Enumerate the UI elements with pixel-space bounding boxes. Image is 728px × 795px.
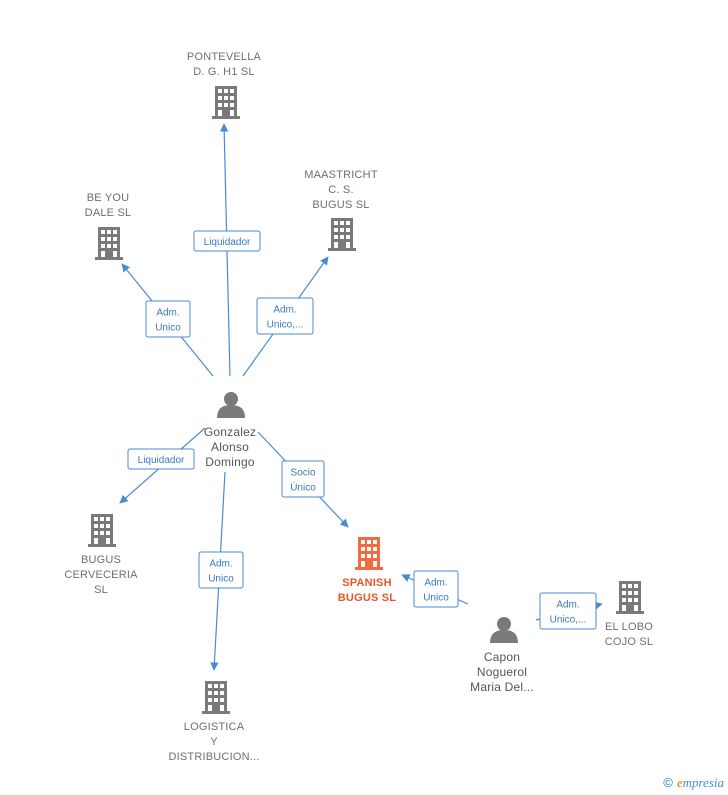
edge-capon-ellobo: Adm. Unico,... (535, 592, 603, 630)
edge-label: Adm. (156, 308, 179, 319)
brand-initial: e (676, 775, 683, 790)
node-label[interactable]: Gonzalez (204, 425, 256, 439)
edges-layer: LiquidadorAdm.UnicoAdm.Unico,...Liquidad… (119, 123, 603, 671)
building-icon[interactable] (95, 227, 123, 260)
node-spanish_bugus[interactable]: SPANISH BUGUS SL (338, 537, 397, 604)
node-label[interactable]: COJO SL (605, 636, 653, 648)
edge-label: Unico (423, 593, 449, 604)
edge-label: Adm. (556, 600, 579, 611)
node-label[interactable]: Alonso (211, 440, 249, 454)
node-logistica[interactable]: LOGISTICA Y DISTRIBUCION... (168, 681, 259, 763)
building-icon[interactable] (616, 581, 644, 614)
edge-label: Unico (208, 574, 234, 585)
node-beyou[interactable]: BE YOU DALE SL (85, 192, 132, 260)
node-label[interactable]: D. G. H1 SL (193, 66, 255, 78)
node-label[interactable]: Noguerol (477, 665, 527, 679)
node-label[interactable]: SPANISH (342, 577, 391, 589)
edge-gonzalez-bugus_cerveceria: Liquidador (119, 427, 206, 504)
edge-label-box[interactable] (256, 297, 314, 335)
node-label[interactable]: EL LOBO (605, 621, 653, 633)
node-label[interactable]: BUGUS SL (312, 199, 369, 211)
edge-capon-spanish_bugus: Adm. Unico (401, 570, 469, 608)
copyright-icon: © (663, 775, 673, 790)
edge-label-box[interactable] (127, 448, 195, 470)
node-label[interactable]: C. S. (328, 184, 353, 196)
edge-label: Unico (155, 323, 181, 334)
edge-label-box[interactable] (281, 460, 325, 498)
edge-label-box[interactable] (413, 570, 459, 608)
edge-label: Adm. (424, 578, 447, 589)
edge-label: Liquidador (204, 237, 251, 248)
edge-label-box[interactable] (145, 300, 191, 338)
node-maastricht[interactable]: MAASTRICHT C. S. BUGUS SL (304, 169, 378, 251)
edge-label: Unico,... (267, 320, 304, 331)
edge-gonzalez-maastricht: Adm. Unico,... (242, 256, 329, 377)
edge-label: Liquidador (138, 455, 185, 466)
node-label[interactable]: SL (94, 584, 108, 596)
building-icon[interactable] (202, 681, 230, 714)
node-label[interactable]: BUGUS (81, 554, 121, 566)
edge-gonzalez-beyou: Adm. Unico (121, 263, 214, 377)
node-label[interactable]: PONTEVELLA (187, 51, 262, 63)
building-icon[interactable] (212, 86, 240, 119)
node-label[interactable]: LOGISTICA (184, 721, 245, 733)
building-icon[interactable] (88, 514, 116, 547)
edge-gonzalez-logistica: Adm. Unico (198, 471, 244, 671)
node-label[interactable]: DALE SL (85, 207, 132, 219)
node-label[interactable]: BUGUS SL (338, 592, 397, 604)
edge-label: Socio (290, 468, 315, 479)
footer-brand: ©empresia (663, 775, 724, 791)
person-icon[interactable] (217, 392, 245, 418)
node-label[interactable]: Capon (484, 650, 520, 664)
node-label[interactable]: Domingo (205, 455, 255, 469)
edge-label: Único (290, 481, 316, 494)
edge-label: Adm. (209, 559, 232, 570)
node-bugus_cerveceria[interactable]: BUGUS CERVECERIA SL (64, 514, 138, 596)
nodes-layer: PONTEVELLA D. G. H1 SL BE YOU DALE SL MAASTR… (64, 51, 653, 763)
node-label[interactable]: BE YOU (87, 192, 130, 204)
person-icon[interactable] (490, 617, 518, 643)
node-label[interactable]: DISTRIBUCION... (168, 751, 259, 763)
node-label[interactable]: CERVECERIA (64, 569, 138, 581)
building-icon[interactable] (355, 537, 383, 570)
edge-label: Unico,... (550, 615, 587, 626)
brand-name: mpresia (682, 775, 724, 790)
node-label[interactable]: Maria Del... (470, 680, 534, 694)
node-ellobo[interactable]: EL LOBO COJO SL (605, 581, 654, 648)
edge-label-box[interactable] (539, 592, 597, 630)
edge-label-box[interactable] (193, 230, 261, 252)
node-pontevella[interactable]: PONTEVELLA D. G. H1 SL (187, 51, 262, 119)
edge-label-box[interactable] (198, 551, 244, 589)
edge-gonzalez-pontevella: Liquidador (193, 123, 261, 377)
building-icon[interactable] (328, 218, 356, 251)
node-label[interactable]: Y (210, 736, 218, 748)
edge-label: Adm. (273, 305, 296, 316)
node-label[interactable]: MAASTRICHT (304, 169, 378, 181)
